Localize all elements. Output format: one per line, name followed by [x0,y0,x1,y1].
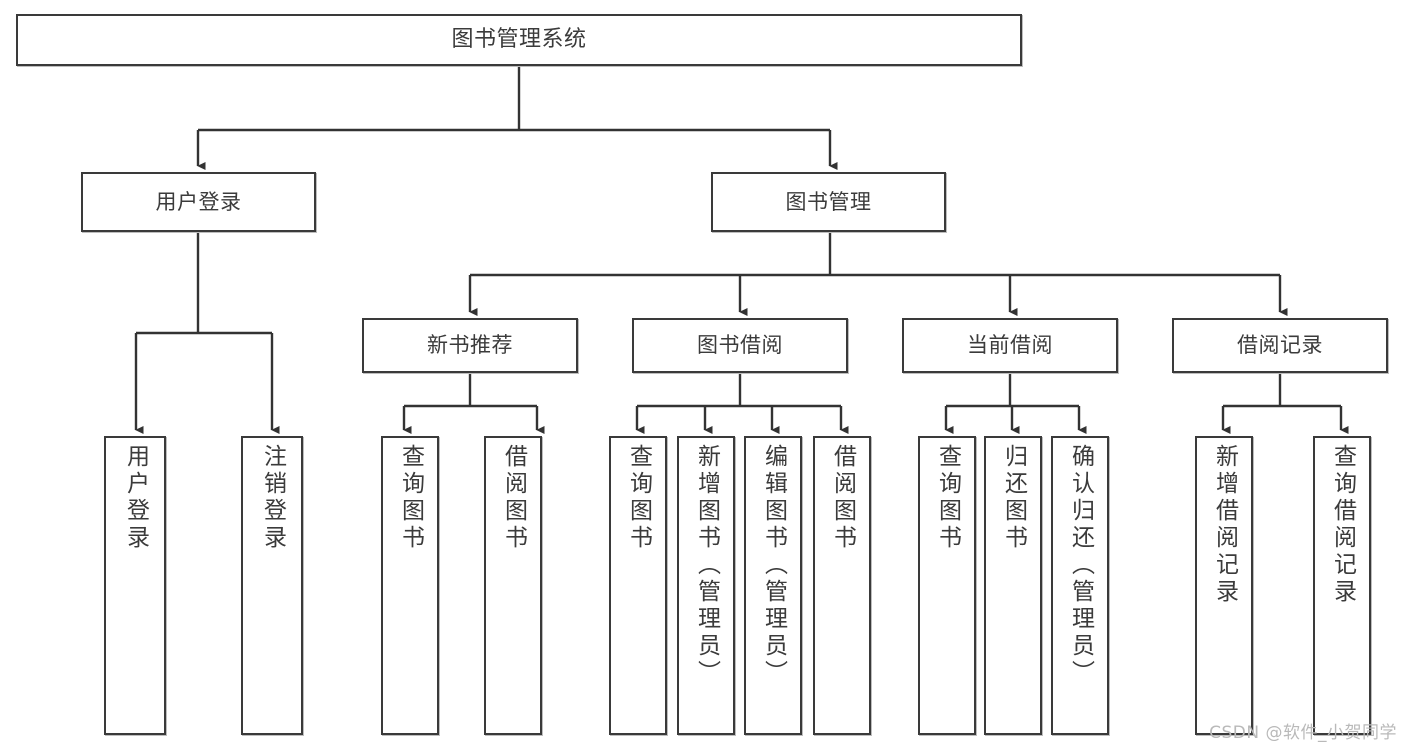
node-label: 图书管理 [785,189,872,214]
leaf-user-login[interactable]: 用户登录 [104,436,166,735]
leaf-logout-login[interactable]: 注销登录 [241,436,303,735]
node-label: 新增借阅记录 [1211,444,1238,606]
leaf-edit-book-admin[interactable]: 编辑图书（管理员） [744,436,802,735]
node-borrow-record[interactable]: 借阅记录 [1172,318,1388,373]
node-label: 编辑图书（管理员） [760,444,787,687]
node-label: 查询图书 [397,444,424,552]
node-label: 新增图书（管理员） [693,444,720,687]
node-label: 当前借阅 [967,333,1053,358]
node-label: 图书借阅 [697,333,783,358]
node-user-login[interactable]: 用户登录 [81,172,316,232]
node-label: 借阅图书 [829,444,856,552]
node-label: 借阅记录 [1237,333,1323,358]
leaf-query-borrow-record[interactable]: 查询借阅记录 [1313,436,1371,735]
leaf-borrow-book[interactable]: 借阅图书 [813,436,871,735]
node-label: 归还图书 [1000,444,1027,552]
leaf-query-book-current[interactable]: 查询图书 [918,436,976,735]
node-new-book-recommend[interactable]: 新书推荐 [362,318,578,373]
leaf-confirm-return-admin[interactable]: 确认归还（管理员） [1051,436,1109,735]
node-root-system[interactable]: 图书管理系统 [16,14,1022,66]
node-label: 确认归还（管理员） [1067,444,1094,687]
node-label: 图书管理系统 [451,27,587,53]
node-label: 新书推荐 [427,333,513,358]
leaf-return-book[interactable]: 归还图书 [984,436,1042,735]
csdn-watermark: CSDN @软件_小贺同学 [1209,723,1397,743]
node-label: 查询借阅记录 [1329,444,1356,606]
node-label: 查询图书 [934,444,961,552]
node-book-management[interactable]: 图书管理 [711,172,946,232]
leaf-query-book-recommend[interactable]: 查询图书 [381,436,439,735]
node-label: 查询图书 [625,444,652,552]
leaf-borrow-book-recommend[interactable]: 借阅图书 [484,436,542,735]
leaf-add-borrow-record[interactable]: 新增借阅记录 [1195,436,1253,735]
leaf-query-book[interactable]: 查询图书 [609,436,667,735]
node-book-borrow[interactable]: 图书借阅 [632,318,848,373]
leaf-add-book-admin[interactable]: 新增图书（管理员） [677,436,735,735]
node-label: 用户登录 [122,444,149,552]
node-label: 借阅图书 [500,444,527,552]
node-label: 用户登录 [155,189,242,214]
node-current-borrow[interactable]: 当前借阅 [902,318,1118,373]
node-label: 注销登录 [259,444,286,552]
